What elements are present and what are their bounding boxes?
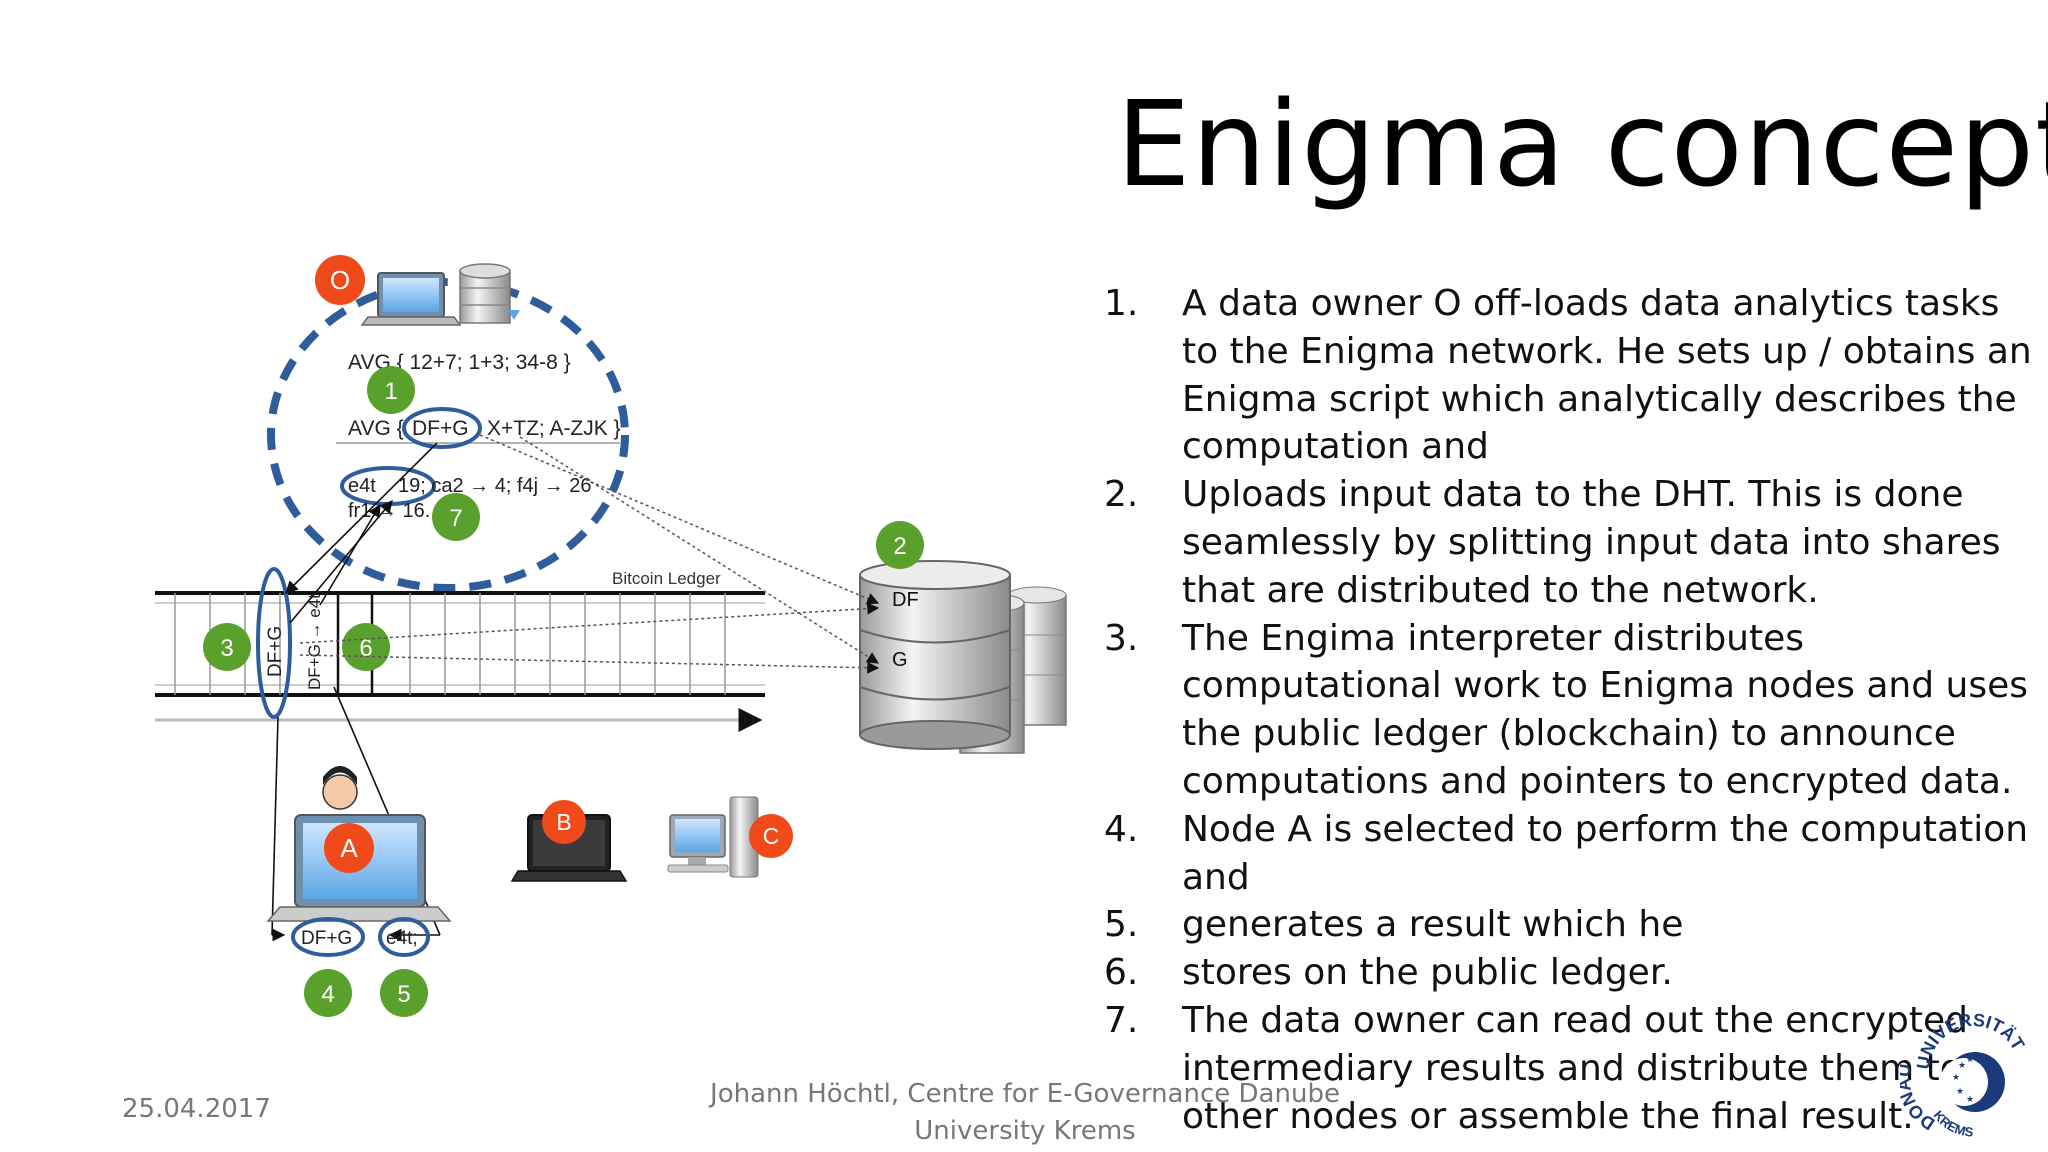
university-logo: ★★★ ★★ UNIVERSITÄT DONAU KREMS [1900, 1010, 2028, 1140]
step-item: 5. generates a result which he [1104, 901, 2034, 949]
ledger-entry-result: DF+G → e4t; [305, 589, 324, 690]
svg-text:★: ★ [1956, 1086, 1964, 1096]
step-number: 1. [1104, 283, 1139, 324]
ledger-arrows [271, 442, 441, 942]
ledger-entry-compute: DF+G [265, 626, 286, 677]
badge-step-4-label: 4 [321, 981, 334, 1008]
footer-author: Johann Höchtl, Centre for E-Governance D… [700, 1076, 1350, 1150]
node-a-input-ring [291, 917, 365, 957]
step-number: 2. [1104, 474, 1139, 516]
owner-database-icon [459, 263, 520, 324]
badge-step-7-label: 7 [449, 505, 462, 532]
step-number: 6. [1104, 952, 1139, 994]
step-text: A data owner O off-loads data analytics … [1182, 283, 2032, 468]
badge-step-6-label: 6 [359, 635, 372, 662]
encrypted-ring [402, 407, 482, 449]
enigma-diagram: O AVG { 12+7; 1+3; 34-8 } AVG { DF+G X+T… [155, 255, 1067, 1017]
steps-list: 1. A data owner O off-loads data analytic… [1104, 280, 2034, 1140]
step-text: Uploads input data to the DHT. This is d… [1182, 474, 2001, 611]
share-upload-arrows [299, 434, 880, 674]
dht-share-df: DF [892, 589, 919, 611]
step-item: 2. Uploads input data to the DHT. This is… [1104, 471, 2034, 614]
footer-author-line1: Johann Höchtl, Centre for E-Governance D… [710, 1079, 1340, 1109]
svg-text:★: ★ [1958, 1060, 1966, 1070]
badge-step-5-label: 5 [397, 981, 410, 1008]
svg-text:DONAU: DONAU [1900, 1063, 1938, 1134]
node-a-output-ring [378, 917, 430, 957]
step-text: Node A is selected to perform the comput… [1182, 808, 2029, 898]
svg-text:★: ★ [1966, 1094, 1974, 1104]
script-line-prefix: AVG { [348, 417, 404, 440]
badge-owner-label: O [330, 265, 350, 295]
badge-step-5: 5 [380, 969, 428, 1017]
step-text: generates a result which he [1182, 904, 1684, 946]
badge-step-3-label: 3 [220, 635, 233, 662]
ledger-label: Bitcoin Ledger [612, 569, 721, 588]
badge-step-4: 4 [304, 969, 352, 1017]
step-number: 4. [1104, 808, 1139, 850]
node-a-input: DF+G [301, 928, 352, 949]
badge-owner: O [315, 255, 365, 305]
footer-author-line2: University Krems [914, 1116, 1136, 1146]
step-item: 4. Node A is selected to perform the comp… [1104, 806, 2034, 902]
badge-node-a: A [324, 823, 374, 873]
script-line-encrypted: DF+G [412, 417, 469, 440]
badge-step-7: 7 [432, 493, 480, 541]
result-encrypted: e4t [348, 475, 376, 497]
svg-text:★: ★ [1966, 1054, 1974, 1064]
step-item: 3. The Engima interpreter distributes com… [1104, 615, 2034, 806]
logo-text-left: DONAU [1900, 1063, 1938, 1134]
badge-step-3: 3 [203, 623, 251, 671]
ledger-entry-ring [256, 567, 292, 719]
svg-text:★: ★ [1952, 1072, 1960, 1082]
dht-share-g: G [892, 649, 908, 671]
badge-step-2: 2 [876, 521, 924, 569]
owner-zone [267, 278, 629, 592]
step-text: stores on the public ledger. [1182, 952, 1673, 994]
badge-node-a-label: A [340, 833, 358, 863]
node-c-desktop-icon [667, 796, 759, 878]
badge-step-1: 1 [367, 366, 415, 414]
slide-title: Enigma concept [1116, 75, 2048, 213]
owner-laptop-icon [360, 272, 462, 326]
script-line-plain: AVG { 12+7; 1+3; 34-8 } [348, 351, 571, 374]
badge-step-2-label: 2 [893, 533, 906, 560]
logo-text-bottom: KREMS [1931, 1108, 1975, 1140]
node-a-output: e4t; [386, 928, 418, 949]
badge-node-c: C [749, 814, 793, 858]
result-line-rest: 19; ca2 → 4; f4j → 26 [398, 475, 591, 497]
step-item: 7. The data owner can read out the encryp… [1104, 997, 2034, 1140]
footer-date: 25.04.2017 [122, 1094, 271, 1124]
dht-storage-icon [859, 560, 1067, 754]
step-item: 6. stores on the public ledger. [1104, 949, 2034, 997]
badge-node-b-label: B [556, 809, 571, 835]
step-text: The data owner can read out the encrypte… [1182, 999, 1968, 1137]
badge-step-6: 6 [342, 623, 390, 671]
step-number: 5. [1104, 904, 1139, 946]
step-text: The Engima interpreter distributes compu… [1182, 617, 2029, 802]
svg-text:KREMS: KREMS [1931, 1108, 1975, 1140]
script-line-rest: X+TZ; A-ZJK } [487, 417, 621, 440]
step-number: 3. [1104, 617, 1139, 659]
badge-node-b: B [542, 800, 586, 844]
badge-step-1-label: 1 [384, 378, 397, 405]
step-item: 1. A data owner O off-loads data analytic… [1104, 280, 2034, 471]
badge-node-c-label: C [763, 823, 780, 849]
step-number: 7. [1104, 999, 1139, 1041]
